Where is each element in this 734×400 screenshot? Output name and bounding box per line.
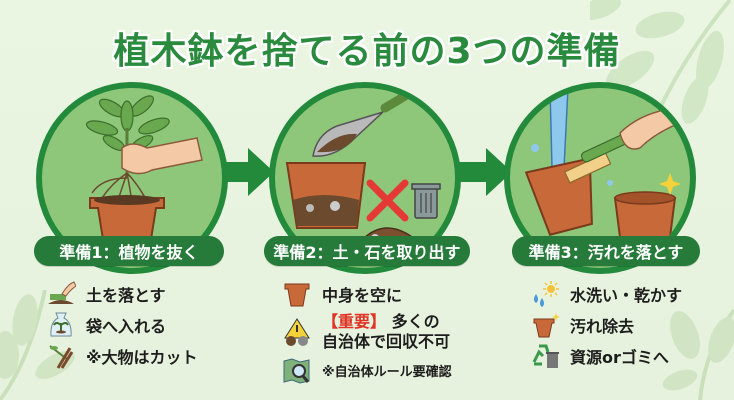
step2-items: 中身を空に 【重要】 多くの 自治体で回収不可 ※自治体ルール要確認 <box>282 278 452 386</box>
right-arrow-icon <box>458 148 512 196</box>
list-item: 中身を空に <box>282 278 452 309</box>
important-tag: 【重要】 <box>322 312 387 331</box>
step3-label: 準備3：汚れを落とす <box>512 236 700 266</box>
list-item: 水洗い・乾かす <box>530 278 682 309</box>
list-item: 土を落とす <box>46 278 198 309</box>
pruning-shears-icon <box>49 344 74 369</box>
warning-soil-stone-icon <box>284 318 310 346</box>
step3-items: 水洗い・乾かす 汚れ除去 資源orゴミへ <box>530 278 682 371</box>
empty-pot-icon <box>284 283 310 306</box>
step1-label: 準備1：植物を抜く <box>34 236 224 266</box>
step2-label: 準備2：土・石を取り出す <box>264 236 470 266</box>
recycle-trash-icon <box>532 344 559 368</box>
map-search-icon <box>283 357 310 384</box>
water-drops-sun-icon <box>534 280 559 307</box>
clean-pot-sparkle-icon <box>533 312 560 337</box>
list-item: 資源orゴミへ <box>530 340 682 371</box>
list-item: ※自治体ルール要確認 <box>282 355 452 386</box>
list-item: 汚れ除去 <box>530 309 682 340</box>
step1-items: 土を落とす 袋へ入れる ※大物はカット <box>46 278 198 371</box>
right-arrow-icon <box>224 148 274 196</box>
list-item-important: 【重要】 多くの 自治体で回収不可 <box>282 309 452 355</box>
plant-in-bag-icon <box>50 312 72 336</box>
brush-soil-icon <box>48 280 76 304</box>
page-title: 植木鉢を捨てる前の3つの準備 <box>113 31 621 72</box>
list-item: ※大物はカット <box>46 340 198 371</box>
list-item: 袋へ入れる <box>46 309 198 340</box>
